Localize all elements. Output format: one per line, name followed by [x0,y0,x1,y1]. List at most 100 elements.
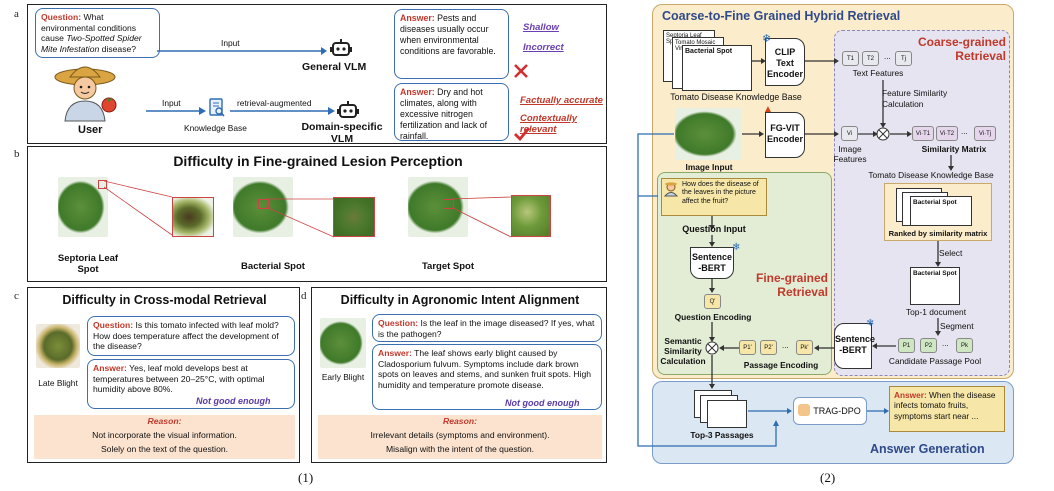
panel-c-reason-title: Reason: [147,416,182,426]
panel-c-reason-box: Reason: Not incorporate the visual infor… [34,415,295,459]
arrow-fgvit-to-image-features [805,131,839,137]
septoria-highlight [98,180,107,189]
user-farmer-icon [54,66,117,122]
multiply-circle-1 [876,127,890,141]
image-input-label: Image Input [685,162,733,172]
bacterial-highlight [258,199,269,209]
late-blight-label: Late Blight [38,378,78,388]
arrow-trag-to-answer [867,408,889,414]
bacterial-leaf-image [233,177,293,237]
sbert-right-box: Sentence -BERT [834,323,875,369]
question-text-em: Two-Spotted Spider Mite Infestation [41,33,142,55]
arrow-multiply-to-top3 [709,355,715,389]
input-label-top: Input [221,38,240,48]
candidate-pool-label: Candidate Passage Pool [888,356,982,366]
panel-d-answer-text: The leaf shows early blight caused by Cl… [378,348,592,391]
top1-label: Top-1 document [905,307,967,317]
enc-token-3: ... [782,341,789,350]
incorrect-tag: Incorrect [523,42,564,53]
target-highlight [443,199,454,209]
snowflake-icon-clip: ❄ [762,33,772,45]
arrow-sbert-to-qtoken [709,279,715,293]
panel-c-letter: c [14,290,19,302]
similarity-matrix-label: Similarity Matrix [921,144,987,154]
late-blight-image [36,324,80,368]
panel-d-reason-title: Reason: [443,416,477,426]
arrow-text-features-down [880,80,886,128]
panel-c-reason-2: Solely on the text of the question. [100,443,229,454]
arrow-image-features-to-multiply [858,131,878,137]
text-features-label: Text Features [852,68,904,78]
question-bubble-right: How does the disease of the leaves in th… [661,178,767,216]
general-vlm-label: General VLM [302,61,367,73]
domain-answer-label: Answer: [400,87,435,97]
panel-c-question-label: Question: [93,320,134,330]
input-label-bottom: Input [162,98,181,108]
retrieval-augmented-label: retrieval-augmented [237,98,312,108]
panel-d-answer-label: Answer: [378,348,412,358]
panel-d-reason-2: Misalign with the intent of the question… [385,443,535,454]
panel-d-question-bubble: Question: Is the leaf in the image disea… [372,314,602,342]
arrow-pool-to-sbert [872,343,896,349]
hybrid-retrieval-title: Coarse-to-Fine Grained Hybrid Retrieval [662,9,901,23]
question-text-pre: What environmental conditions cause [41,12,137,44]
clip-encoder-box: CLIP Text Encoder [765,38,805,86]
kb-doc-3-title: Bacterial Spot [685,48,733,55]
panel-c-answer-text: Yes, leaf mold develops best at temperat… [93,363,265,395]
segment-label: Segment [940,321,974,331]
image-features-label: Image Features [833,144,867,165]
answer-generation-title: Answer Generation [870,442,985,456]
text-token-2: T2 [862,51,879,66]
panel-b-title: Difficulty in Fine-grained Lesion Percep… [173,153,463,169]
panel-a: Question: What environmental conditions … [27,4,607,144]
arrow-multiply-to-matrix [890,131,912,137]
snowflake-icon-sbert-right: ❄ [866,318,875,329]
panel-d-answer-bubble: Answer: The leaf shows early blight caus… [372,344,602,410]
arrow-to-domain-vlm [230,107,335,115]
target-zoom-lines [451,196,512,238]
arrow-to-knowledge-base [146,107,206,115]
arrow-matrix-down [948,155,954,171]
passage-token-4: Pk [956,338,973,353]
kb-doc-2-title: Tomato Mosaic Virus [675,40,716,52]
sbert-left-box: Sentence -BERT [690,247,734,279]
panel-a-question-bubble: Question: What environmental conditions … [35,8,160,58]
septoria-label: Septoria Leaf Spot [57,253,119,276]
panel-c: Difficulty in Cross-modal Retrieval Late… [27,287,300,463]
arrow-ranked-to-top1 [935,241,941,267]
domain-vlm-robot-icon [337,101,359,118]
bacterial-zoom-lines [266,198,335,238]
sbert-left-label: Sentence -BERT [691,252,733,273]
arrow-enc-to-multiply [719,345,739,351]
target-zoom-image [511,195,551,237]
kb-doc-3: Bacterial Spot [682,45,752,91]
coarse-title: Coarse-grained Retrieval [917,35,1006,63]
top1-doc-title: Bacterial Spot [913,270,957,277]
panel-c-answer-bubble: Answer: Yes, leaf mold develops best at … [87,359,295,409]
domain-answer-bubble: Answer: Dry and hot climates, along with… [394,83,509,141]
question-token: Q' [704,294,721,309]
fine-title: Fine-grained Retrieval [755,271,828,299]
user-label: User [78,124,103,136]
panel-c-reason-1: Not incorporate the visual information. [92,429,237,440]
general-answer-bubble: Answer: Pests and diseases usually occur… [394,9,509,79]
arrow-top3-to-trag [748,408,792,414]
top3-label: Top-3 Passages [690,430,754,440]
text-token-4: Tj [895,51,912,66]
sim-token-3: ... [961,127,968,136]
image-input-leaf [675,108,741,160]
target-label: Target Spot [421,261,475,272]
contextually-relevant-tag: Contextually relevant [520,113,578,135]
question-encoding-label: Question Encoding [674,312,752,322]
knowledge-base-label: Knowledge Base [184,123,247,133]
panel-b: Difficulty in Fine-grained Lesion Percep… [27,146,607,282]
select-label: Select [939,248,963,258]
knowledge-base-icon [209,98,225,117]
factually-accurate-tag: Factually accurate [520,95,603,106]
panel-c-answer-label: Answer: [93,363,127,373]
early-blight-image [320,318,366,368]
arrow-qenc-to-multiply [709,322,715,342]
text-token-3: ... [884,52,891,61]
panel-d-reason-box: Reason: Irrelevant details (symptoms and… [318,415,602,459]
semantic-similarity-label: Semantic Similarity Calculation [660,336,706,367]
